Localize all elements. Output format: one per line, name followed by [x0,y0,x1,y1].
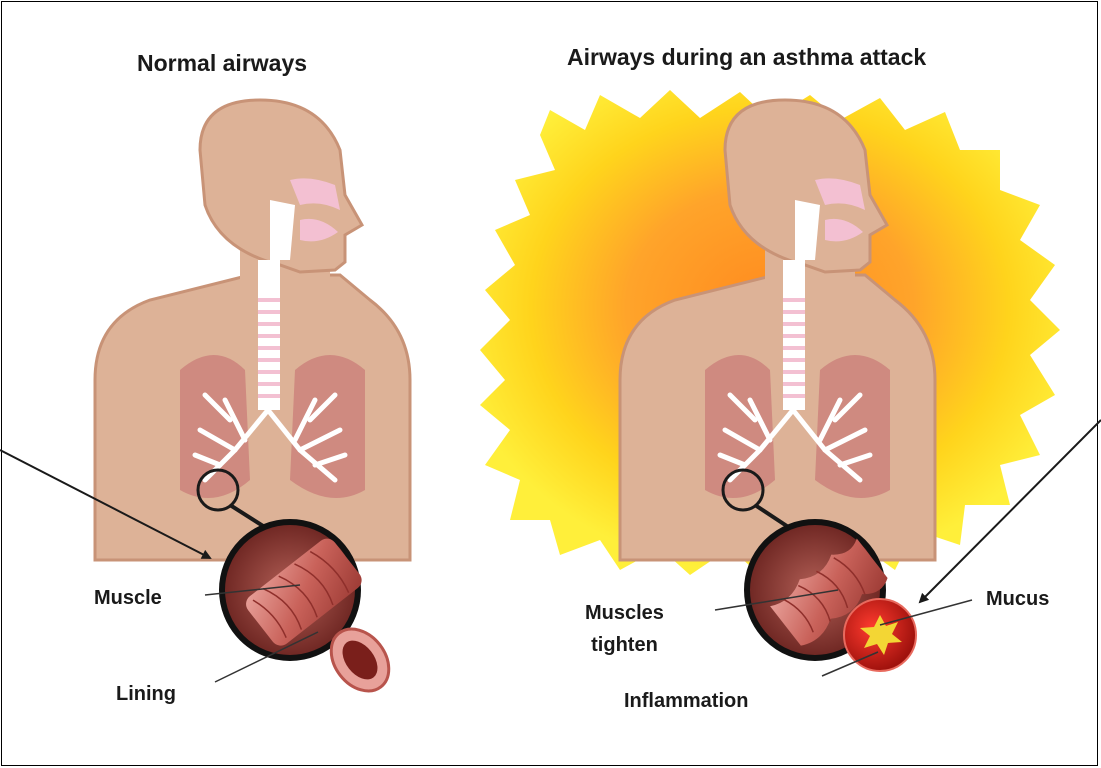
asthma-attack-title: Airways during an asthma attack [567,44,926,71]
lining-label: Lining [116,683,176,706]
mucus-label: Mucus [986,588,1049,611]
muscles-tighten-line2: tighten [585,629,664,661]
inflammation-label: Inflammation [624,690,748,713]
muscles-tighten-line1: Muscles [585,597,664,629]
normal-body-figure [95,100,410,560]
muscle-label: Muscle [88,585,168,612]
muscles-tighten-label: Muscles tighten [585,597,664,661]
normal-airways-title: Normal airways [137,50,307,77]
